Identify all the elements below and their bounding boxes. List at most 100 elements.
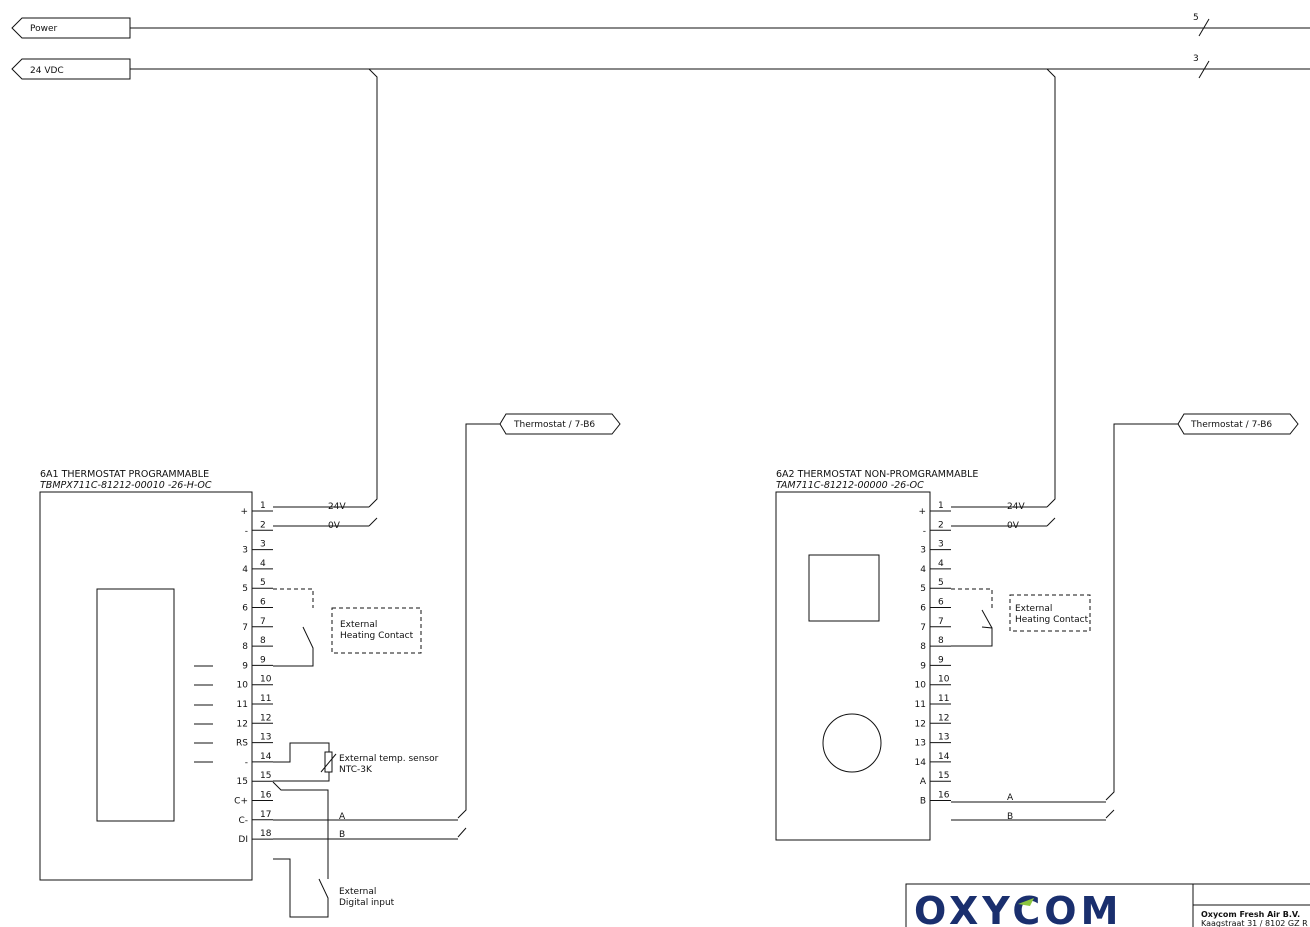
unit2-terminal-2[interactable]: -2 <box>923 520 951 536</box>
terminal-label: A <box>920 777 927 787</box>
unit1-terminal-7[interactable]: 77 <box>242 617 273 633</box>
unit2-heating-box <box>1009 594 1091 632</box>
unit1-digital-label-2: Digital input <box>339 898 395 908</box>
unit2-terminal-15[interactable]: A 15 <box>920 771 951 787</box>
unit2-model: TAM711C-81212-00000 -26-OC <box>776 480 924 491</box>
unit2-body <box>775 491 931 841</box>
vdc-bus: 24 VDC 3 <box>11 54 1310 80</box>
unit2-24v-drop <box>1046 68 1056 508</box>
unit1-display <box>96 588 175 822</box>
unit1-terminal-17[interactable]: C-17 <box>238 810 273 826</box>
terminal-number: 4 <box>260 559 266 569</box>
terminal-number: 17 <box>260 810 271 820</box>
unit1-terminal-3[interactable]: 33 <box>242 540 273 556</box>
terminal-number: 1 <box>260 501 266 511</box>
terminal-number: 15 <box>260 771 271 781</box>
terminal-label: 6 <box>920 604 926 614</box>
unit2-bus-b-branch <box>1105 809 1115 819</box>
company-address: Kaagstraat 31 / 8102 GZ R <box>1201 919 1308 927</box>
unit2-terminal-6[interactable]: 66 <box>920 598 951 614</box>
unit2-terminal-9[interactable]: 99 <box>920 655 951 671</box>
unit1-terminal-6[interactable]: 66 <box>242 598 273 614</box>
unit1-heating-label-1: External <box>340 620 377 630</box>
terminal-label: 13 <box>915 739 926 749</box>
terminal-number: 1 <box>938 501 944 511</box>
thermostat-ref-tag-2[interactable]: Thermostat / 7-B6 <box>1177 413 1299 435</box>
unit1-sensor-label-2: NTC-3K <box>339 765 373 775</box>
terminal-number: 6 <box>260 598 266 608</box>
unit2-terminal-5[interactable]: 55 <box>920 578 951 594</box>
unit2-terminal-4[interactable]: 44 <box>920 559 951 575</box>
terminal-number: 13 <box>260 733 271 743</box>
terminal-label: 9 <box>242 661 248 671</box>
terminal-label: - <box>923 526 926 536</box>
unit2-terminal-16[interactable]: B 16 <box>920 791 951 807</box>
unit1-24v-drop <box>368 68 378 508</box>
terminal-number: 2 <box>260 520 266 530</box>
unit2-terminal-13[interactable]: 13 13 <box>915 733 951 749</box>
unit1-title: 6A1 THERMOSTAT PROGRAMMABLE <box>40 469 209 480</box>
power-tag-label: Power <box>30 24 58 34</box>
unit1-body <box>39 491 253 881</box>
terminal-label: 9 <box>920 661 926 671</box>
terminal-label: B <box>920 797 926 807</box>
unit2-terminal-8[interactable]: 88 <box>920 636 951 652</box>
terminal-number: 13 <box>938 733 949 743</box>
terminal-label: 3 <box>920 546 926 556</box>
unit1-bus-a-wire <box>457 423 500 819</box>
unit2-title: 6A2 THERMOSTAT NON-PROMGRAMMABLE <box>776 469 978 480</box>
terminal-number: 3 <box>938 540 944 550</box>
thermostat-ref-tag-1[interactable]: Thermostat / 7-B6 <box>499 413 621 435</box>
unit1-relay-contact <box>273 626 314 667</box>
unit2-terminal-1[interactable]: +1 <box>918 501 951 517</box>
unit2-terminals: +1-23344556677889910101111121213131414A1… <box>915 501 951 807</box>
terminal-number: 7 <box>938 617 944 627</box>
terminal-number: 8 <box>260 636 266 646</box>
terminal-number: 14 <box>938 752 950 762</box>
unit2-relay-dash <box>951 588 993 608</box>
unit1-terminal-9[interactable]: 99 <box>242 655 273 671</box>
unit1-terminal-14[interactable]: -14 <box>245 752 273 768</box>
unit1-terminal-12[interactable]: 1212 <box>237 713 273 729</box>
unit1-terminal-5[interactable]: 55 <box>242 578 273 594</box>
unit1-0v-branch <box>368 517 378 527</box>
terminal-label: + <box>918 507 926 517</box>
unit1-terminal-16[interactable]: C+16 <box>234 791 273 807</box>
unit2-terminal-7[interactable]: 77 <box>920 617 951 633</box>
unit2-thermostat: 6A2 THERMOSTAT NON-PROMGRAMMABLE TAM711C… <box>775 469 1106 841</box>
unit1-terminal-1[interactable]: +1 <box>240 501 273 517</box>
terminal-label: - <box>245 526 248 536</box>
terminal-number: 6 <box>938 598 944 608</box>
terminal-number: 2 <box>938 520 944 530</box>
terminal-number: 16 <box>938 791 950 801</box>
thermostat-ref-label-2: Thermostat / 7-B6 <box>1190 420 1272 430</box>
unit2-dial <box>822 713 882 773</box>
terminal-label: 8 <box>920 642 926 652</box>
unit1-sensor-label-1: External temp. sensor <box>339 754 439 764</box>
unit1-terminal-2[interactable]: -2 <box>245 520 273 536</box>
unit2-terminal-3[interactable]: 33 <box>920 540 951 556</box>
terminal-number: 8 <box>938 636 944 646</box>
unit2-relay-switch <box>981 609 993 629</box>
terminal-number: 15 <box>938 771 949 781</box>
unit1-model: TBMPX711C-81212-00010 -26-H-OC <box>40 480 212 491</box>
unit1-terminals: +1-233445566778899101011111212RS13-14151… <box>234 501 273 845</box>
unit1-terminal-4[interactable]: 44 <box>242 559 273 575</box>
terminal-number: 14 <box>260 752 272 762</box>
terminal-label: C+ <box>234 797 248 807</box>
unit2-bus-a-wire <box>1105 423 1178 801</box>
unit1-terminal-8[interactable]: 88 <box>242 636 273 652</box>
terminal-label: 6 <box>242 604 248 614</box>
unit2-terminal-12[interactable]: 1212 <box>915 713 951 729</box>
unit1-bus-b-label: B <box>339 830 345 840</box>
unit1-di-wire-right <box>272 781 329 879</box>
terminal-label: 7 <box>920 623 926 633</box>
